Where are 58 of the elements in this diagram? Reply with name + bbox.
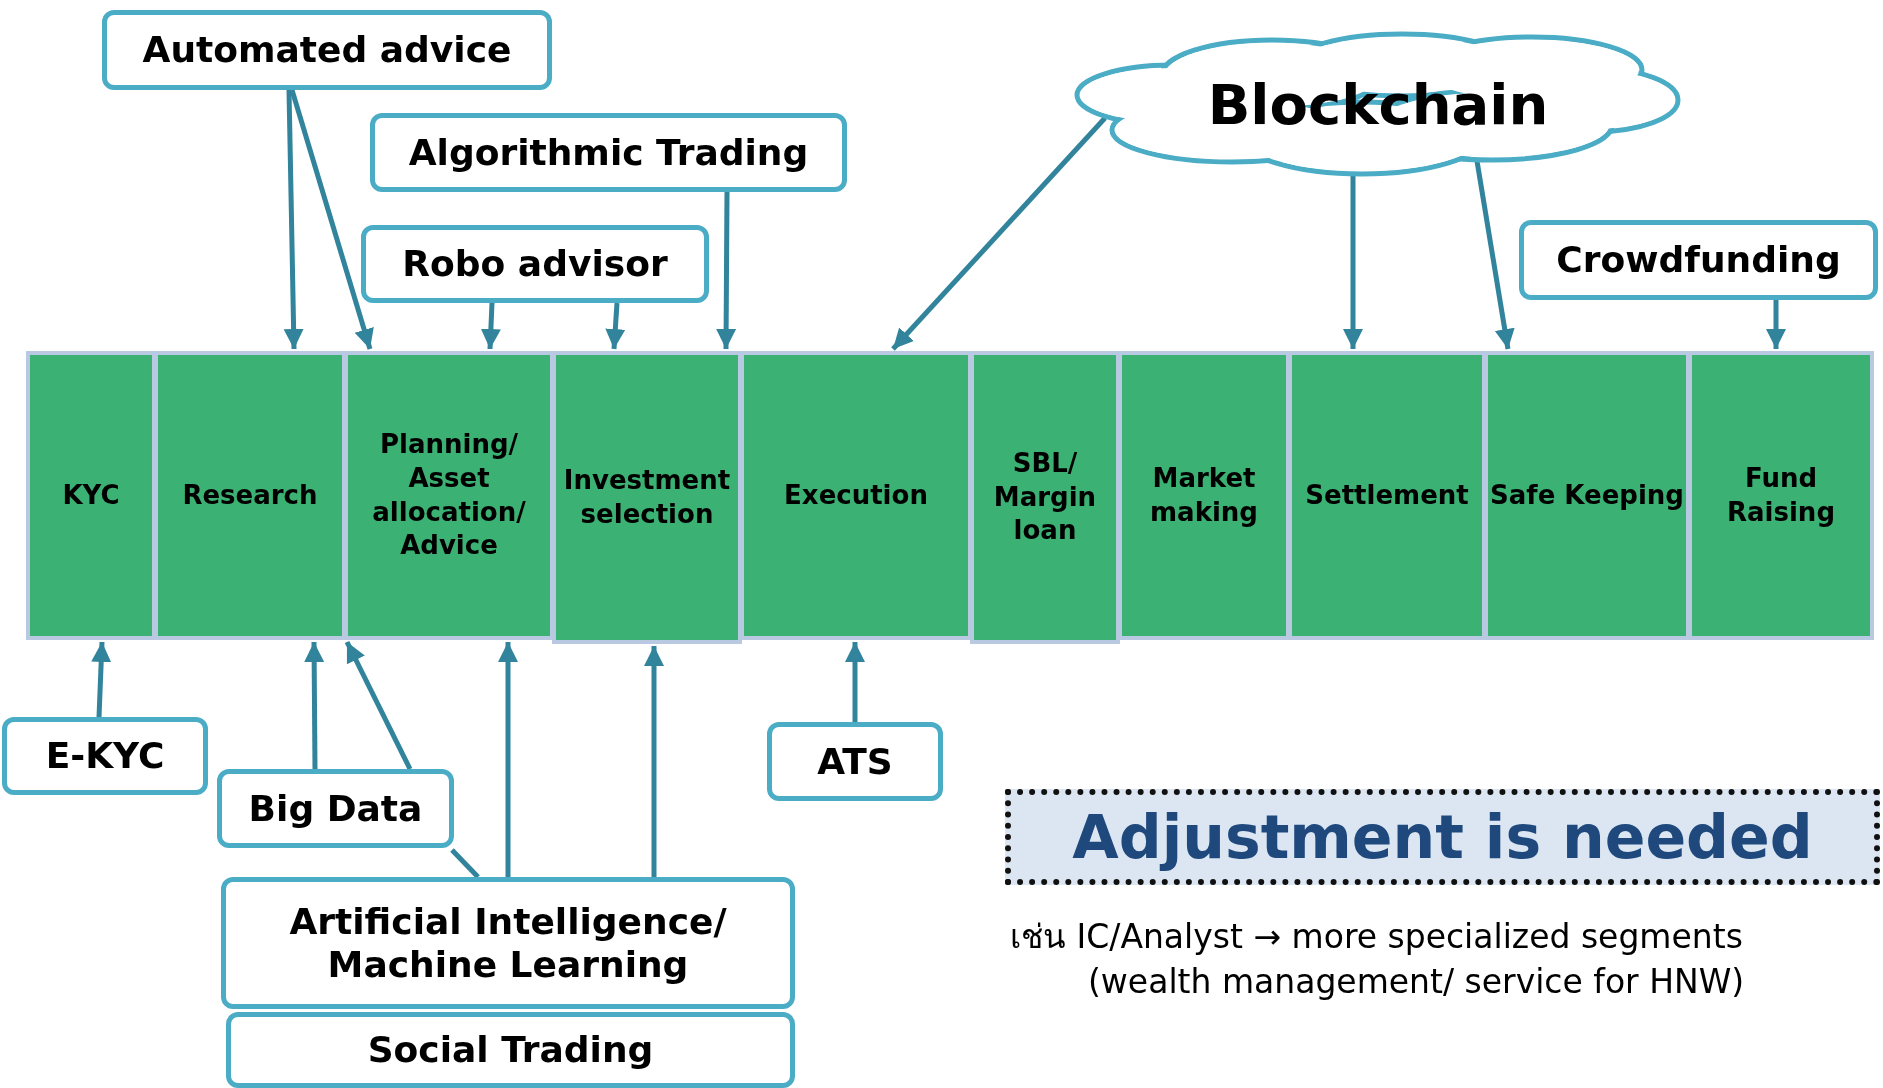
arrow [1474,160,1515,350]
stage-label: Settlement [1305,478,1469,512]
callout-box [226,1012,795,1088]
arrow [605,302,626,350]
stage-label: Fund Raising [1726,461,1836,529]
callout-box [361,225,709,303]
arrow [498,642,518,877]
box-label: Automated advice [142,28,512,72]
box-label: Algorithmic Trading [408,130,809,175]
callout-box [1519,220,1878,300]
stage-label: Safe Keeping [1490,478,1684,512]
cloud-label: Blockchain [1207,71,1549,137]
process-stage-cell [154,351,346,640]
process-stage-cell [1688,351,1874,640]
arrow [480,302,501,350]
process-stage-cell [552,351,742,644]
arrow [891,116,1107,351]
stage-label: Market making [1149,461,1259,529]
arrow [716,192,737,349]
callout-box [221,877,795,1009]
stage-label: SBL/ Margin loan [992,446,1098,548]
callout-box [102,10,552,90]
arrow [1766,300,1786,349]
process-stage-cell [970,351,1120,644]
box-label: Crowdfunding [1556,238,1841,282]
process-stage-cell [1288,351,1486,640]
stage-label: Investment selection [562,463,732,531]
callout-box [2,717,208,795]
callout-heading: Adjustment is needed [1072,802,1813,872]
box-label: Big Data [248,786,423,831]
callout-box [370,113,847,192]
arrow [845,642,865,722]
process-stage-cell [1484,351,1690,640]
process-stage-cell [740,351,972,640]
connector-line [450,848,480,879]
note-text: เช่น IC/Analyst → more specialized segments (wealth management/ service for HNW) [1010,916,1746,1003]
process-stage-cell [26,351,156,640]
dashed-callout-box [1005,789,1880,885]
box-label: Social Trading [367,1028,654,1072]
box-label: ATS [817,739,893,784]
arrow [283,89,304,350]
box-label: Artificial Intelligence/ Machine Learning [288,899,728,987]
arrow [344,640,413,771]
stage-label: KYC [62,478,120,512]
box-label: Robo advisor [402,242,668,286]
process-stage-cell [1118,351,1290,640]
box-label: E-KYC [45,734,165,778]
stage-label: Execution [784,478,928,512]
arrow [304,642,325,769]
stage-label: Research [182,478,318,512]
callout-box [767,722,943,801]
arrow [289,89,374,350]
arrow [644,646,664,877]
callout-box [217,769,454,848]
stage-label: Planning/ Asset allocation/ Advice [371,427,527,563]
arrow [91,641,112,718]
arrow [1343,176,1363,349]
process-stage-cell [344,351,554,640]
